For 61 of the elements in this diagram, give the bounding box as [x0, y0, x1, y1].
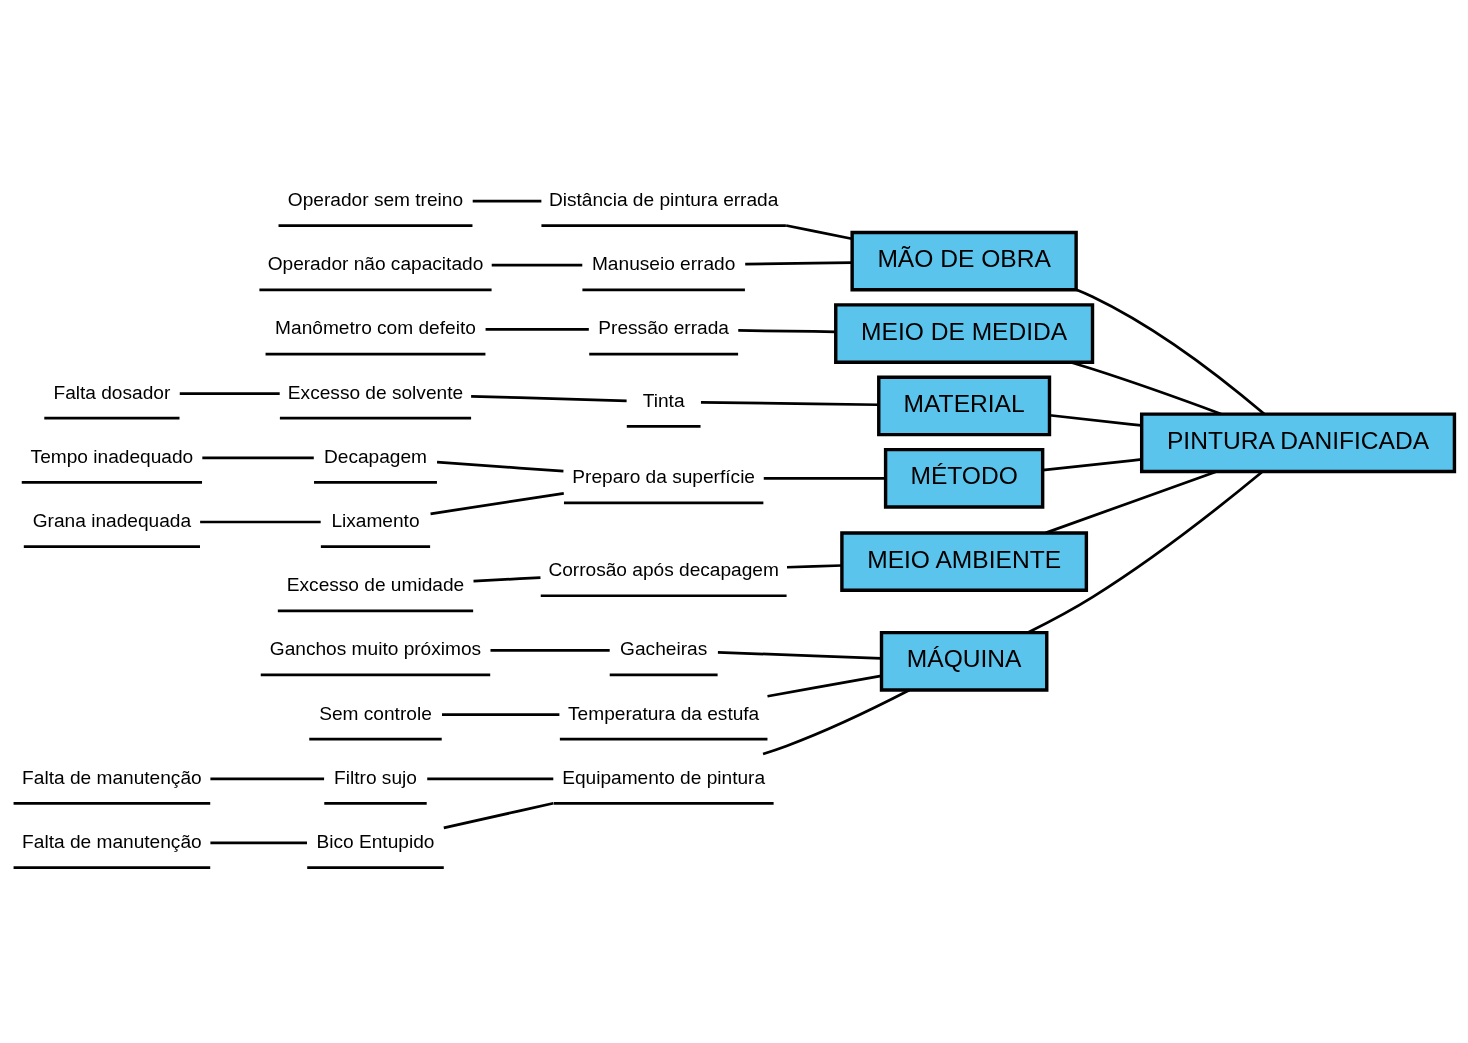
node-text: Filtro sujo: [334, 766, 417, 788]
node-text: Falta de manutenção: [22, 830, 202, 852]
node-text: Operador não capacitado: [267, 252, 484, 274]
node-text: Preparo da superfície: [572, 465, 756, 487]
connector: [700, 400, 879, 406]
connector: [745, 260, 852, 265]
connector: [1076, 287, 1266, 415]
node-box: MATERIAL: [877, 375, 1052, 436]
node-box: MEIO DE MEDIDA: [834, 302, 1095, 364]
node-box: MÉTODO: [883, 447, 1045, 509]
node-box: MEIO AMBIENTE: [840, 530, 1089, 592]
connector: [491, 263, 583, 267]
node-text: Manuseio errado: [591, 252, 736, 274]
connector: [200, 520, 321, 523]
connector: [472, 199, 542, 202]
node-text: Equipamento de pintura: [562, 766, 766, 788]
node-text: Temperatura da estufa: [568, 702, 760, 724]
connector: [1027, 470, 1264, 634]
connector: [443, 801, 554, 829]
connector: [485, 327, 589, 331]
node-text: Operador sem treino: [287, 188, 464, 210]
node-text: Excesso de solvente: [287, 381, 464, 403]
connector: [473, 575, 541, 582]
node-text: Falta de manutenção: [22, 766, 202, 788]
connector: [767, 674, 882, 698]
connector: [785, 223, 853, 240]
connector: [1049, 413, 1142, 427]
connector: [430, 491, 564, 515]
node-box: MÃO DE OBRA: [850, 230, 1078, 292]
node-text: Manômetro com defeito: [275, 316, 476, 338]
node-box: PINTURA DANIFICADA: [1139, 411, 1457, 473]
node-text: Pressão errada: [598, 316, 729, 338]
connector: [442, 712, 560, 716]
node-text: Excesso de umidade: [286, 573, 465, 595]
node-text: Tempo inadequado: [30, 445, 194, 467]
node-text: Corrosão após decapagem: [548, 558, 779, 580]
connector: [1042, 457, 1142, 471]
connector: [179, 391, 280, 395]
node-text: Decapagem: [323, 445, 428, 467]
connector: [210, 776, 325, 780]
connector: [717, 650, 882, 660]
node-text: Grana inadequada: [32, 509, 192, 531]
connector: [202, 455, 314, 459]
connector: [786, 563, 842, 569]
connector: [762, 688, 911, 755]
node-box: MÁQUINA: [879, 630, 1049, 692]
connector: [471, 394, 627, 402]
connector: [763, 476, 886, 480]
node-text: Distância de pintura errada: [548, 188, 779, 210]
node-text: Ganchos muito próximos: [269, 637, 482, 659]
connector: [436, 460, 564, 473]
node-text: Falta dosador: [53, 381, 171, 403]
connector: [210, 841, 307, 844]
node-text: Bico Entupido: [316, 830, 435, 852]
node-text: Tinta: [642, 389, 685, 411]
connector: [738, 328, 836, 333]
node-text: Gacheiras: [620, 637, 708, 659]
connector: [490, 648, 610, 652]
node-text: Sem controle: [319, 702, 432, 724]
connector: [427, 776, 554, 780]
node-text: Lixamento: [331, 509, 420, 531]
